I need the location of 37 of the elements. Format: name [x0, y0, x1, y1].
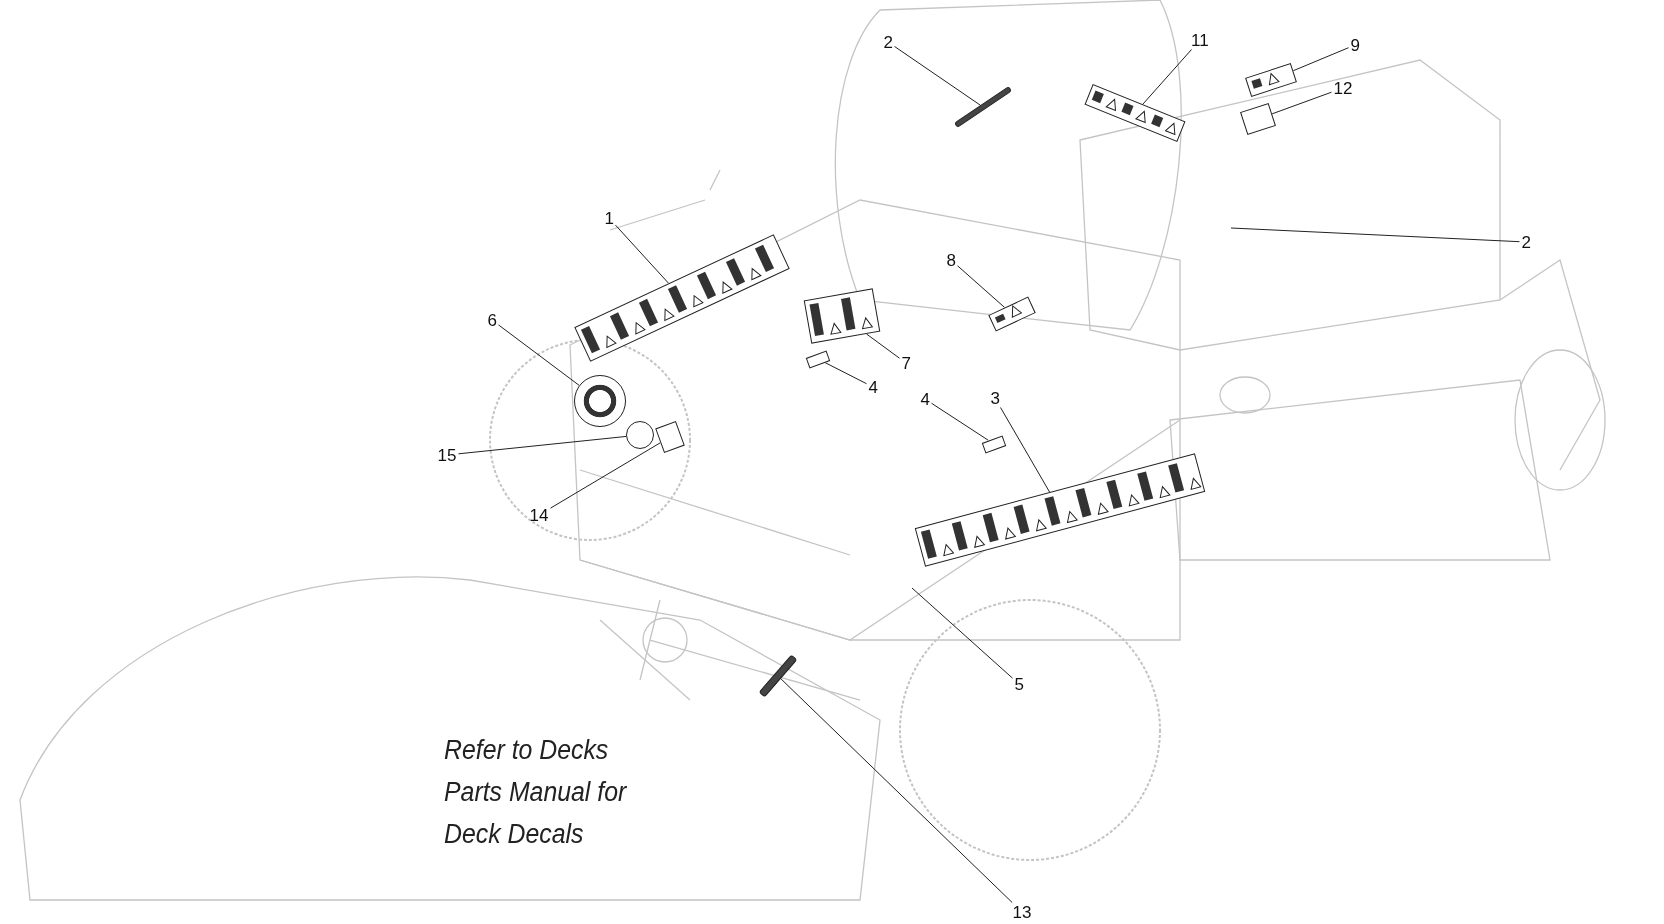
leader-line: [866, 333, 900, 359]
callout-number: 1: [602, 208, 616, 228]
leader-line: [957, 265, 1006, 308]
callout-number: 2: [1519, 232, 1533, 252]
leader-line: [824, 361, 867, 385]
callout-number: 4: [866, 377, 880, 397]
gauge-decal: [626, 421, 654, 449]
callout-number: 14: [527, 505, 551, 525]
round-decal: [574, 375, 626, 427]
callout-number: 12: [1331, 78, 1355, 98]
leader-line: [780, 678, 1013, 903]
small-decal: [805, 350, 831, 368]
small-decal: [981, 435, 1007, 453]
callout-number: 9: [1348, 35, 1362, 55]
leader-line: [550, 442, 661, 509]
leader-line: [458, 435, 627, 455]
callout-number: 3: [988, 388, 1002, 408]
callout-number: 11: [1189, 30, 1211, 50]
callout-number: 15: [435, 445, 459, 465]
leader-line: [615, 224, 670, 284]
leader-line: [1292, 47, 1349, 72]
callout-number: 7: [899, 353, 913, 373]
leader-line: [498, 324, 580, 386]
note-text: Refer to Decks Parts Manual for Deck Decals: [444, 734, 628, 851]
callout-number: 6: [485, 310, 499, 330]
callout-number: 2: [881, 32, 895, 52]
leader-line: [1271, 91, 1332, 115]
leader-line: [931, 402, 989, 441]
leader-line: [1000, 407, 1051, 493]
callout-number: 4: [918, 389, 932, 409]
callout-number: 8: [944, 250, 958, 270]
leader-line: [1142, 49, 1193, 105]
leader-line: [894, 45, 981, 106]
leader-line: [1230, 227, 1520, 243]
callout-number: 13: [1010, 902, 1034, 922]
leader-line: [911, 587, 1013, 679]
callout-number: 5: [1012, 674, 1026, 694]
